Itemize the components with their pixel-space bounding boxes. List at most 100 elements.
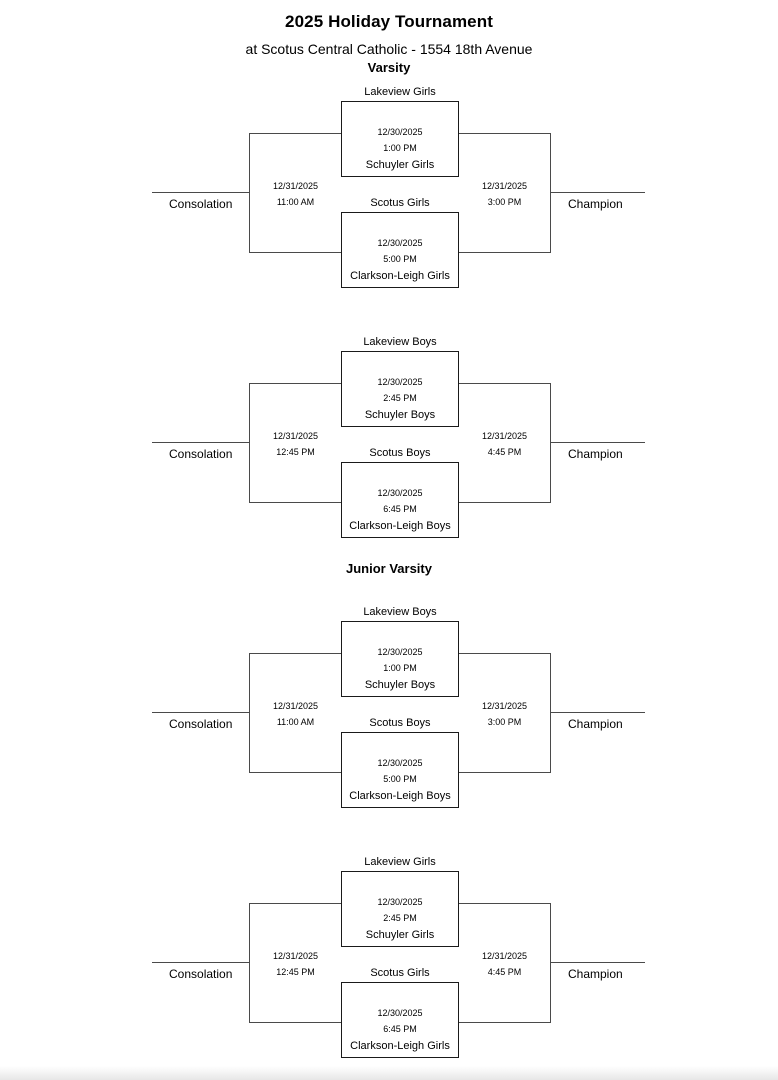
division-heading-varsity: Varsity — [367, 60, 411, 75]
semifinal-bottom-date: 12/30/2025 — [377, 488, 423, 498]
champion-label: Champion — [568, 967, 623, 981]
semifinal-top-date: 12/30/2025 — [377, 897, 423, 907]
semifinal-bottom-match-box: 12/30/2025 6:45 PM Clarkson-Leigh Girls — [341, 982, 459, 1058]
championship-bracket-arm — [458, 383, 551, 503]
consolation-connector-line — [152, 192, 249, 193]
semifinal-top-game-info: 12/30/2025 1:00 PM — [342, 124, 458, 156]
consolation-bracket-arm — [249, 903, 342, 1023]
championship-time: 4:45 PM — [487, 447, 522, 457]
semifinal-bottom-match-box: 12/30/2025 5:00 PM Clarkson-Leigh Girls — [341, 212, 459, 288]
semifinal-bottom-date: 12/30/2025 — [377, 238, 423, 248]
consolation-bracket-arm — [249, 383, 342, 503]
semifinal-top-match-box: 12/30/2025 1:00 PM Schuyler Boys — [341, 621, 459, 697]
champion-connector-line — [551, 442, 645, 443]
bracket-jv-girls: 12/31/2025 12:45 PM 12/31/2025 4:45 PM C… — [0, 857, 778, 1070]
consolation-time: 11:00 AM — [276, 717, 315, 727]
bracket-varsity-boys: 12/31/2025 12:45 PM 12/31/2025 4:45 PM C… — [0, 337, 778, 550]
consolation-time: 12:45 PM — [276, 447, 315, 457]
semifinal-top-time: 1:00 PM — [383, 143, 417, 153]
semifinal-bottom-team-upper: Scotus Boys — [369, 717, 431, 729]
consolation-time: 12:45 PM — [276, 967, 315, 977]
semifinal-bottom-time: 6:45 PM — [383, 1024, 417, 1034]
consolation-connector-line — [152, 442, 249, 443]
championship-game-info: 12/31/2025 3:00 PM — [458, 178, 551, 210]
semifinal-top-date: 12/30/2025 — [377, 127, 423, 137]
semifinal-top-time: 2:45 PM — [383, 913, 417, 923]
champion-label: Champion — [568, 717, 623, 731]
semifinal-bottom-game-info: 12/30/2025 5:00 PM — [342, 755, 458, 787]
champion-label: Champion — [568, 447, 623, 461]
semifinal-bottom-match-box: 12/30/2025 5:00 PM Clarkson-Leigh Boys — [341, 732, 459, 808]
championship-bracket-arm — [458, 653, 551, 773]
semifinal-bottom-team-upper: Scotus Girls — [370, 197, 430, 209]
semifinal-top-match-box: 12/30/2025 2:45 PM Schuyler Boys — [341, 351, 459, 427]
champion-label: Champion — [568, 197, 623, 211]
page-header: 2025 Holiday Tournament at Scotus Centra… — [0, 0, 778, 56]
champion-connector-line — [551, 192, 645, 193]
consolation-date: 12/31/2025 — [272, 701, 319, 711]
semifinal-top-team-lower: Schuyler Girls — [365, 159, 435, 171]
semifinal-top-date: 12/30/2025 — [377, 377, 423, 387]
consolation-label: Consolation — [169, 447, 233, 461]
semifinal-bottom-match-box: 12/30/2025 6:45 PM Clarkson-Leigh Boys — [341, 462, 459, 538]
semifinal-top-time: 2:45 PM — [383, 393, 417, 403]
consolation-date: 12/31/2025 — [272, 431, 319, 441]
semifinal-bottom-game-info: 12/30/2025 6:45 PM — [342, 1005, 458, 1037]
semifinal-top-team-lower: Schuyler Boys — [364, 679, 436, 691]
consolation-game-info: 12/31/2025 12:45 PM — [249, 948, 342, 980]
consolation-time: 11:00 AM — [276, 197, 315, 207]
championship-bracket-arm — [458, 903, 551, 1023]
semifinal-top-team-upper: Lakeview Boys — [363, 606, 437, 618]
consolation-date: 12/31/2025 — [272, 951, 319, 961]
page-subtitle-venue: at Scotus Central Catholic - 1554 18th A… — [245, 41, 533, 57]
semifinal-bottom-team-lower: Clarkson-Leigh Boys — [349, 790, 451, 802]
championship-bracket-arm — [458, 133, 551, 253]
consolation-label: Consolation — [169, 967, 233, 981]
championship-game-info: 12/31/2025 4:45 PM — [458, 428, 551, 460]
page-bottom-edge — [0, 1066, 778, 1080]
semifinal-top-team-lower: Schuyler Boys — [364, 409, 436, 421]
semifinal-top-team-lower: Schuyler Girls — [365, 929, 435, 941]
page-title: 2025 Holiday Tournament — [285, 12, 493, 31]
division-heading-junior-varsity: Junior Varsity — [346, 561, 432, 576]
semifinal-top-game-info: 12/30/2025 2:45 PM — [342, 374, 458, 406]
consolation-game-info: 12/31/2025 11:00 AM — [249, 698, 342, 730]
consolation-game-info: 12/31/2025 12:45 PM — [249, 428, 342, 460]
semifinal-top-game-info: 12/30/2025 2:45 PM — [342, 894, 458, 926]
championship-game-info: 12/31/2025 3:00 PM — [458, 698, 551, 730]
consolation-connector-line — [152, 712, 249, 713]
championship-date: 12/31/2025 — [481, 181, 528, 191]
semifinal-bottom-date: 12/30/2025 — [377, 1008, 423, 1018]
championship-time: 4:45 PM — [487, 967, 522, 977]
semifinal-bottom-game-info: 12/30/2025 5:00 PM — [342, 235, 458, 267]
consolation-label: Consolation — [169, 197, 233, 211]
champion-connector-line — [551, 712, 645, 713]
championship-date: 12/31/2025 — [481, 431, 528, 441]
semifinal-top-team-upper: Lakeview Girls — [364, 856, 436, 868]
consolation-bracket-arm — [249, 653, 342, 773]
semifinal-top-team-upper: Lakeview Girls — [364, 86, 436, 98]
consolation-date: 12/31/2025 — [272, 181, 319, 191]
semifinal-top-date: 12/30/2025 — [377, 647, 423, 657]
semifinal-bottom-date: 12/30/2025 — [377, 758, 423, 768]
semifinal-bottom-time: 5:00 PM — [383, 254, 417, 264]
semifinal-bottom-team-lower: Clarkson-Leigh Girls — [350, 1040, 450, 1052]
championship-date: 12/31/2025 — [481, 951, 528, 961]
consolation-bracket-arm — [249, 133, 342, 253]
semifinal-top-team-upper: Lakeview Boys — [363, 336, 437, 348]
semifinal-bottom-time: 6:45 PM — [383, 504, 417, 514]
semifinal-top-match-box: 12/30/2025 1:00 PM Schuyler Girls — [341, 101, 459, 177]
semifinal-bottom-game-info: 12/30/2025 6:45 PM — [342, 485, 458, 517]
bracket-varsity-girls: 12/31/2025 11:00 AM 12/31/2025 3:00 PM C… — [0, 87, 778, 300]
semifinal-bottom-team-upper: Scotus Girls — [370, 967, 430, 979]
bracket-jv-boys: 12/31/2025 11:00 AM 12/31/2025 3:00 PM C… — [0, 607, 778, 820]
semifinal-bottom-team-upper: Scotus Boys — [369, 447, 431, 459]
semifinal-bottom-team-lower: Clarkson-Leigh Girls — [350, 270, 450, 282]
championship-time: 3:00 PM — [487, 717, 522, 727]
semifinal-bottom-team-lower: Clarkson-Leigh Boys — [349, 520, 451, 532]
consolation-label: Consolation — [169, 717, 233, 731]
championship-time: 3:00 PM — [487, 197, 522, 207]
champion-connector-line — [551, 962, 645, 963]
championship-game-info: 12/31/2025 4:45 PM — [458, 948, 551, 980]
